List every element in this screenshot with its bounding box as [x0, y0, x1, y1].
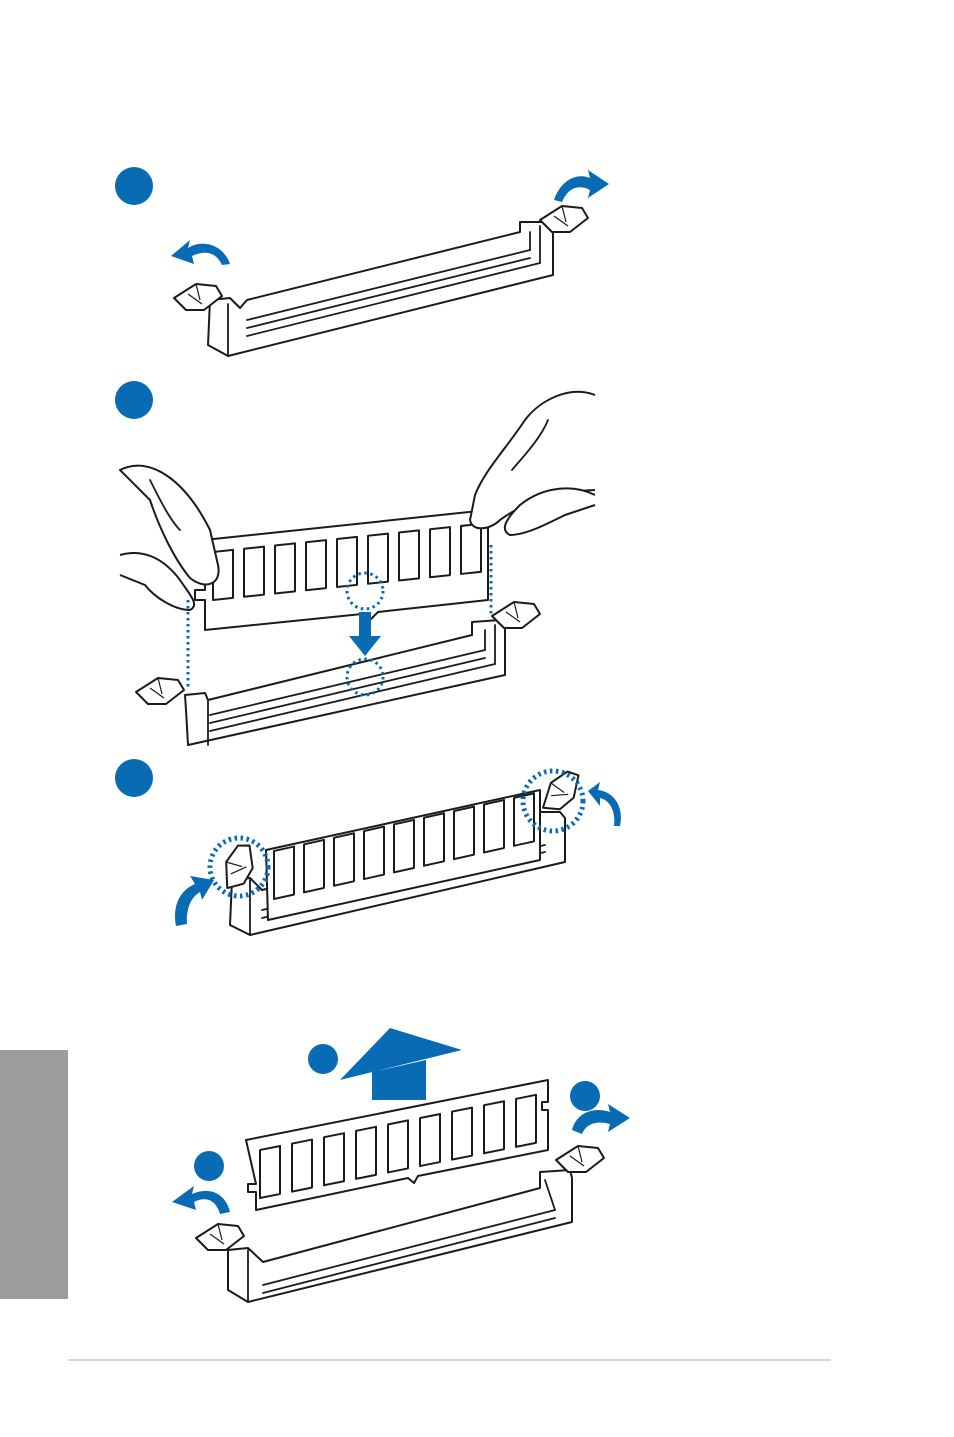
latch-open-arrow-left-icon	[172, 1186, 230, 1214]
latch-right-icon	[556, 1146, 604, 1172]
insert-down-arrow-icon	[349, 612, 381, 656]
figure-step-2	[115, 381, 595, 745]
latch-open-arrow-right-icon	[554, 170, 609, 202]
memory-module	[195, 510, 488, 630]
step-marker-2-icon	[115, 381, 153, 419]
figure-step-1	[115, 167, 609, 356]
latch-left-icon	[196, 1224, 244, 1250]
dimm-socket	[185, 620, 505, 745]
latch-right-icon	[534, 766, 587, 817]
lift-up-arrow-icon	[340, 1028, 462, 1100]
dimm-socket	[208, 222, 553, 356]
figure-remove-module	[172, 1028, 630, 1302]
step-marker-3-icon	[115, 759, 153, 797]
latch-left-icon	[136, 678, 184, 704]
latch-close-arrow-icon	[588, 782, 621, 826]
latch-right-icon	[540, 206, 588, 232]
step-marker-b-icon	[570, 1081, 600, 1111]
chapter-side-tab	[0, 1050, 68, 1299]
footer-rule	[68, 1359, 831, 1361]
step-marker-a-icon	[308, 1044, 338, 1074]
latch-close-arrow-icon	[175, 876, 214, 926]
latch-right-icon	[492, 602, 540, 628]
step-marker-c-icon	[194, 1151, 224, 1181]
figure-step-3	[115, 759, 621, 935]
latch-open-arrow-left-icon	[171, 240, 230, 265]
step-marker-1-icon	[115, 167, 153, 205]
